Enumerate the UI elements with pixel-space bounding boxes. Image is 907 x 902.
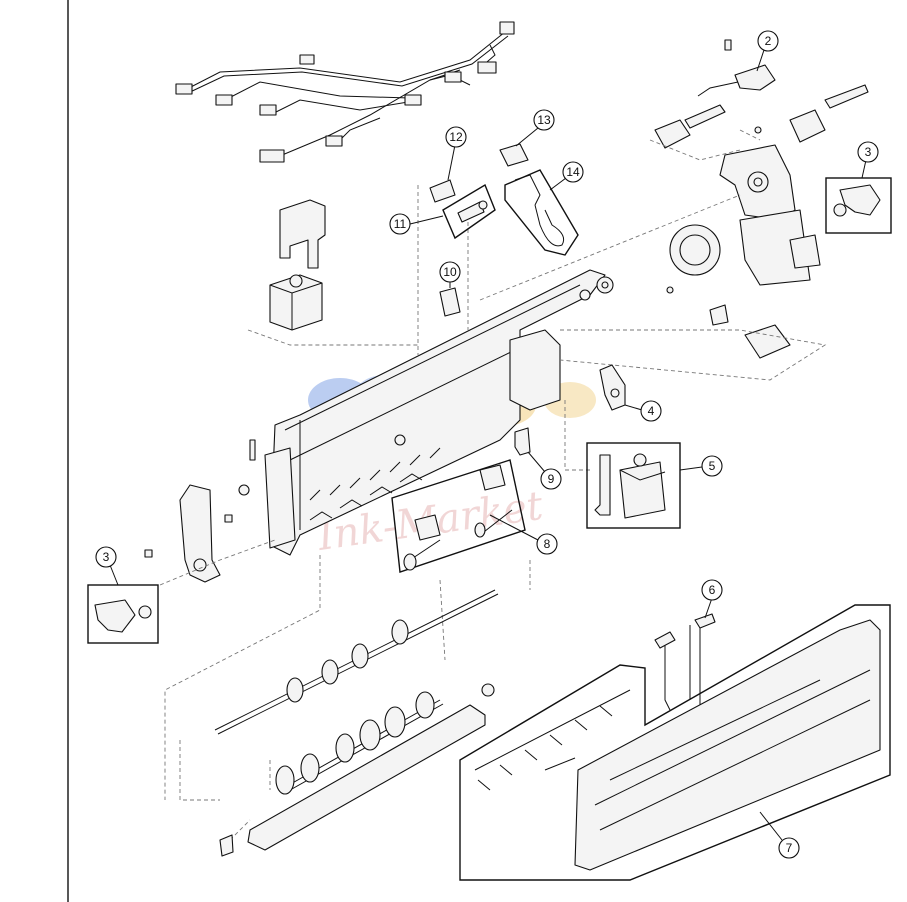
callout-7: 7 [759,811,800,859]
callout-12: 12 [445,126,467,181]
right-gear-assembly [479,39,869,381]
boxed-part-3-right [825,177,892,234]
left-side-plate [144,439,276,586]
latch-part-4 [599,364,626,411]
boxed-cover-7 [459,604,891,881]
boxed-part-3-left [87,584,159,644]
callout-4: 4 [624,400,662,422]
callout-3-left: 3 [95,546,119,586]
callout-10: 10 [439,261,461,288]
boxed-part-14 [504,169,579,256]
part-9 [514,427,531,456]
callout-6: 6 [701,579,723,619]
svg-text:4: 4 [648,404,655,418]
callout-9: 9 [527,451,562,490]
callout-2: 2 [756,30,779,72]
callout-8: 8 [489,514,558,555]
boxed-part-11 [442,183,496,240]
callout-11: 11 [389,213,444,235]
part-12 [429,179,456,203]
part-6 [654,613,716,720]
svg-text:13: 13 [537,113,551,127]
svg-text:3: 3 [103,550,110,564]
boxed-part-8 [391,459,526,573]
svg-text:14: 14 [566,165,580,179]
solenoid-bracket [247,199,420,346]
svg-text:3: 3 [865,145,872,159]
callout-3-right: 3 [857,141,879,179]
callout-5: 5 [679,455,723,477]
callout-13: 13 [515,109,555,147]
boxed-part-5 [586,442,681,529]
callout-14: 14 [549,161,584,191]
svg-text:11: 11 [394,217,407,231]
svg-text:7: 7 [786,841,793,855]
guide-lines [164,185,590,841]
main-frame [264,269,614,556]
svg-text:6: 6 [709,583,716,597]
svg-text:2: 2 [765,34,772,48]
pick-roller-assembly [219,683,495,857]
lower-shaft [214,589,499,735]
part-10 [439,287,461,317]
svg-text:8: 8 [544,537,551,551]
svg-text:12: 12 [449,130,463,144]
svg-text:9: 9 [548,472,555,486]
part-13 [499,143,529,167]
svg-text:10: 10 [443,265,457,279]
wire-harness [175,21,515,163]
svg-text:5: 5 [709,459,716,473]
